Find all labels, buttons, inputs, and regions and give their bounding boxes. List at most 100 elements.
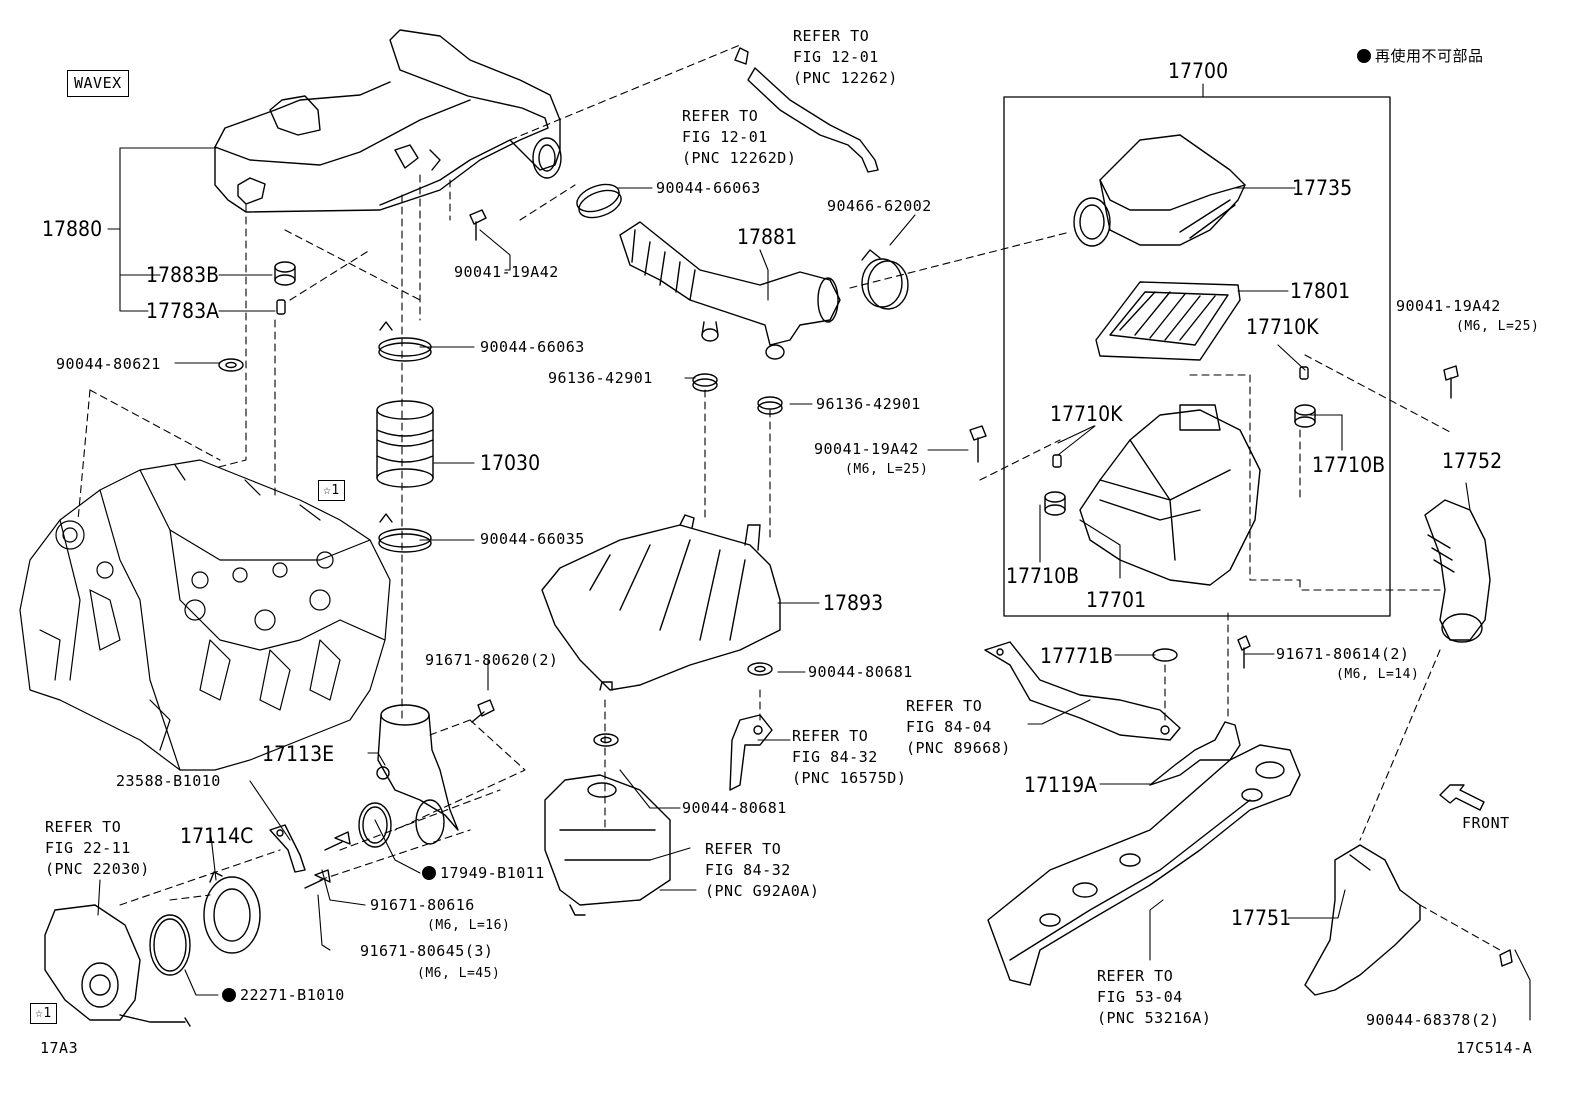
- part-label-17783A: 17783A: [146, 299, 220, 323]
- collar-17783A: [276, 299, 286, 315]
- part-label-17893: 17893: [823, 591, 884, 615]
- refer-fig-84-04-pnc-89668: REFER TO FIG 84-04 (PNC 89668): [906, 696, 1011, 759]
- part-note-91671-80616: (M6, L=16): [427, 918, 511, 933]
- duct-17752: [1424, 499, 1491, 643]
- part-label-96136-42901-a: 96136-42901: [548, 369, 653, 387]
- part-label-90044-66035: 90044-66035: [480, 530, 585, 548]
- refer-fig: FIG 53-04: [1097, 988, 1183, 1006]
- refer-pnc: (PNC 16575D): [792, 769, 907, 787]
- part-label-17801: 17801: [1290, 279, 1351, 303]
- part-label-17752: 17752: [1442, 449, 1503, 473]
- engine-block: [19, 459, 391, 771]
- refer-fig: FIG 22-11: [45, 839, 131, 857]
- grommet-17883B: [274, 261, 296, 286]
- part-label-22271-B1010: 22271-B1010: [222, 987, 345, 1004]
- part-label-17119A: 17119A: [1024, 773, 1098, 797]
- gasket-17949-B1011: [358, 802, 392, 848]
- duct-17751: [1304, 844, 1513, 996]
- part-label-90044-80681-b: 90044-80681: [682, 799, 787, 817]
- part-label-90041-19A42-a: 90041-19A42: [454, 263, 559, 281]
- part-label-17735: 17735: [1292, 176, 1353, 200]
- refer-line: REFER TO: [906, 697, 983, 715]
- refer-fig-12-01-pnc-12262: REFER TO FIG 12-01 (PNC 12262): [793, 26, 898, 89]
- refer-pnc: (PNC 22030): [45, 860, 150, 878]
- reservoir-G92A0A: [544, 774, 671, 916]
- legend-text: 再使用不可部品: [1375, 47, 1484, 65]
- corner-code-left: 17A3: [40, 1039, 79, 1057]
- bolts-90041-19A42: [969, 365, 1459, 463]
- resonator-17893: [541, 514, 781, 691]
- assembly-lines: [77, 44, 1501, 951]
- part-number-text: 22271-B1010: [240, 986, 345, 1004]
- part-label-17881: 17881: [737, 225, 798, 249]
- cap-17735: [1073, 134, 1246, 247]
- radiator-support-53216A: [987, 744, 1301, 986]
- adapter-17113E: [376, 704, 459, 845]
- part-label-90041-19A42-b: 90041-19A42: [814, 440, 919, 458]
- refer-line: REFER TO: [682, 107, 759, 125]
- gasket-22271-B1010: [149, 914, 191, 976]
- legend: 再使用不可部品: [1357, 48, 1484, 65]
- part-label-90044-66063-b: 90044-66063: [656, 179, 761, 197]
- pipe-12262: [734, 47, 879, 173]
- star-tag-top: ☆1: [318, 480, 345, 501]
- refer-line: REFER TO: [792, 727, 869, 745]
- part-label-90044-66063-a: 90044-66063: [480, 338, 585, 356]
- refer-line: REFER TO: [1097, 967, 1174, 985]
- bolt-90041-19A42-a: [469, 209, 487, 241]
- part-label-90466-62002: 90466-62002: [827, 197, 932, 215]
- front-arrow-icon: [1439, 784, 1485, 811]
- part-note-91671-80645: (M6, L=45): [417, 966, 501, 981]
- model-tag: WAVEX: [67, 70, 129, 97]
- part-note-91671-80614: (M6, L=14): [1336, 667, 1420, 682]
- part-label-17949-B1011: 17949-B1011: [422, 865, 545, 882]
- non-reusable-dot-icon: [222, 988, 236, 1002]
- refer-pnc: (PNC G92A0A): [705, 882, 820, 900]
- filter-element-17801: [1095, 281, 1241, 361]
- clamp-90466-62002: [861, 249, 909, 310]
- part-note-90041-19A42-b: (M6, L=25): [845, 462, 929, 477]
- part-label-90044-80681-a: 90044-80681: [808, 663, 913, 681]
- refer-fig: FIG 12-01: [793, 48, 879, 66]
- legend-dot-icon: [1357, 49, 1371, 63]
- corner-code-right: 17C514-A: [1456, 1039, 1533, 1057]
- throttle-body: [44, 904, 191, 1027]
- refer-fig-12-01-pnc-12262d: REFER TO FIG 12-01 (PNC 12262D): [682, 106, 796, 169]
- clamps-96136-42901: [692, 373, 783, 415]
- clamp-90044-66063-b: [576, 183, 622, 219]
- part-label-17710K-b: 17710K: [1050, 402, 1123, 426]
- part-label-90041-19A42-c: 90041-19A42: [1396, 297, 1501, 315]
- part-label-17710B-b: 17710B: [1006, 564, 1080, 588]
- air-cleaner-assembly-box: [1003, 96, 1391, 617]
- part-note-90041-19A42-c: (M6, L=25): [1456, 319, 1540, 334]
- part-label-17113E: 17113E: [262, 742, 335, 766]
- part-label-17880: 17880: [42, 217, 103, 241]
- bracket-23588-B1010: [269, 824, 306, 873]
- refer-line: REFER TO: [793, 27, 870, 45]
- clamp-90044-66063-a: [378, 321, 432, 362]
- part-label-17771B: 17771B: [1040, 644, 1114, 668]
- refer-fig: FIG 84-32: [705, 861, 791, 879]
- part-label-17701: 17701: [1086, 588, 1147, 612]
- resonator-part-17880: [214, 29, 562, 213]
- part-label-90044-68378: 90044-68378(2): [1366, 1011, 1500, 1029]
- grommets-90044-80681: [593, 662, 773, 747]
- refer-fig-84-32-pnc-16575d: REFER TO FIG 84-32 (PNC 16575D): [792, 726, 906, 789]
- part-label-91671-80620: 91671-80620(2): [425, 651, 559, 669]
- part-label-17114C: 17114C: [180, 824, 254, 848]
- part-label-17030: 17030: [480, 451, 541, 475]
- air-hose-17030: [376, 400, 434, 488]
- clamp-90044-66035: [378, 513, 432, 553]
- part-label-17751: 17751: [1231, 906, 1292, 930]
- refer-fig-53-04-pnc-53216a: REFER TO FIG 53-04 (PNC 53216A): [1097, 966, 1211, 1029]
- refer-pnc: (PNC 12262): [793, 69, 898, 87]
- refer-pnc: (PNC 12262D): [682, 149, 797, 167]
- refer-fig-84-32-pnc-g92a0a: REFER TO FIG 84-32 (PNC G92A0A): [705, 839, 819, 902]
- refer-fig-22-11-pnc-22030: REFER TO FIG 22-11 (PNC 22030): [45, 817, 150, 880]
- throttle-adapter-17114C: [203, 871, 261, 954]
- bracket-16575D: [729, 714, 773, 791]
- part-label-90044-80621: 90044-80621: [56, 355, 161, 373]
- grommets-17710B-17710K: [1044, 366, 1316, 516]
